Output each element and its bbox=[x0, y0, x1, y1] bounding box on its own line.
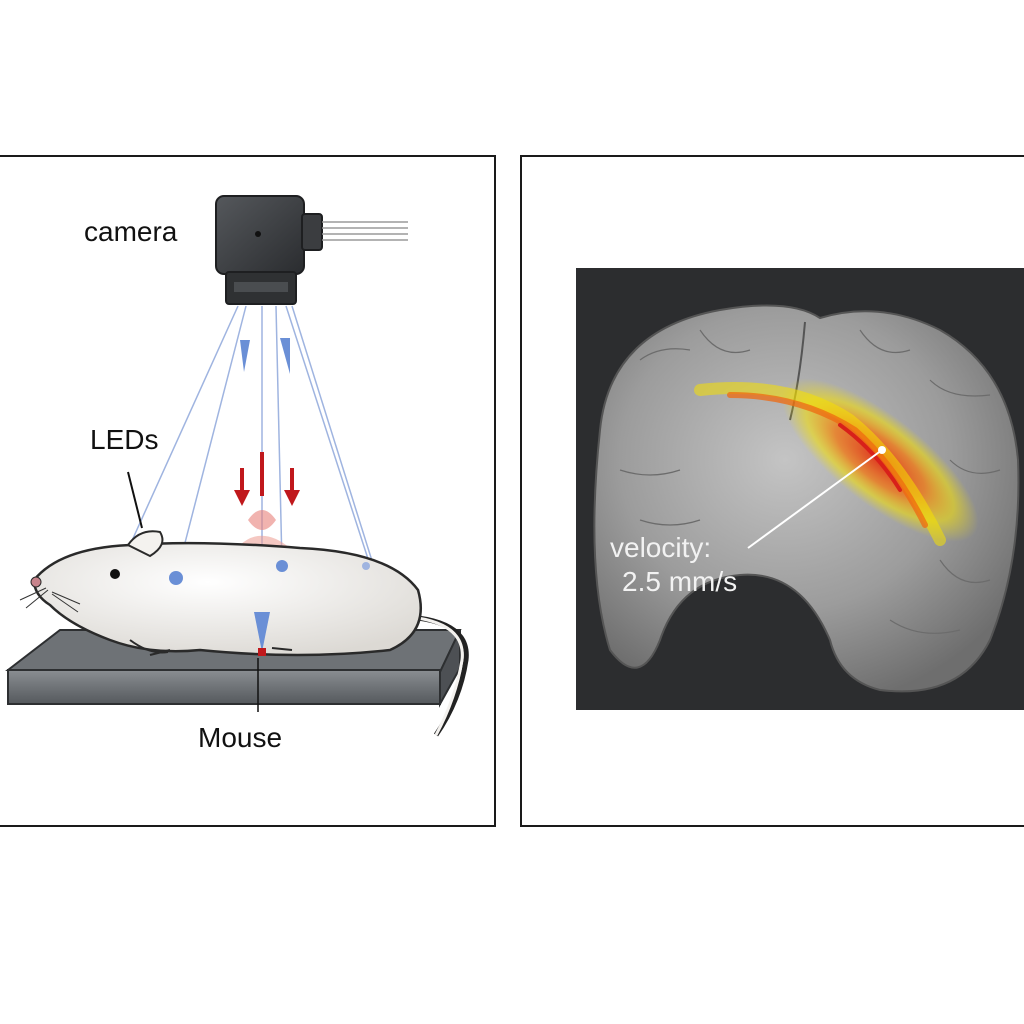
wave-point bbox=[878, 446, 886, 454]
camera-icon bbox=[215, 195, 408, 305]
camera-label: camera bbox=[84, 216, 178, 247]
leds-label: LEDs bbox=[90, 424, 159, 455]
mouse-label: Mouse bbox=[198, 722, 283, 753]
activity-wave bbox=[694, 378, 979, 546]
mouse-illustration bbox=[19, 530, 469, 737]
velocity-leader-line bbox=[747, 449, 883, 549]
velocity-value: 2.5 mm/s bbox=[622, 566, 738, 597]
velocity-label: velocity: bbox=[610, 532, 712, 563]
leds-leader-line bbox=[127, 471, 143, 529]
led-icon bbox=[240, 338, 290, 374]
brain-slice bbox=[593, 304, 1020, 693]
